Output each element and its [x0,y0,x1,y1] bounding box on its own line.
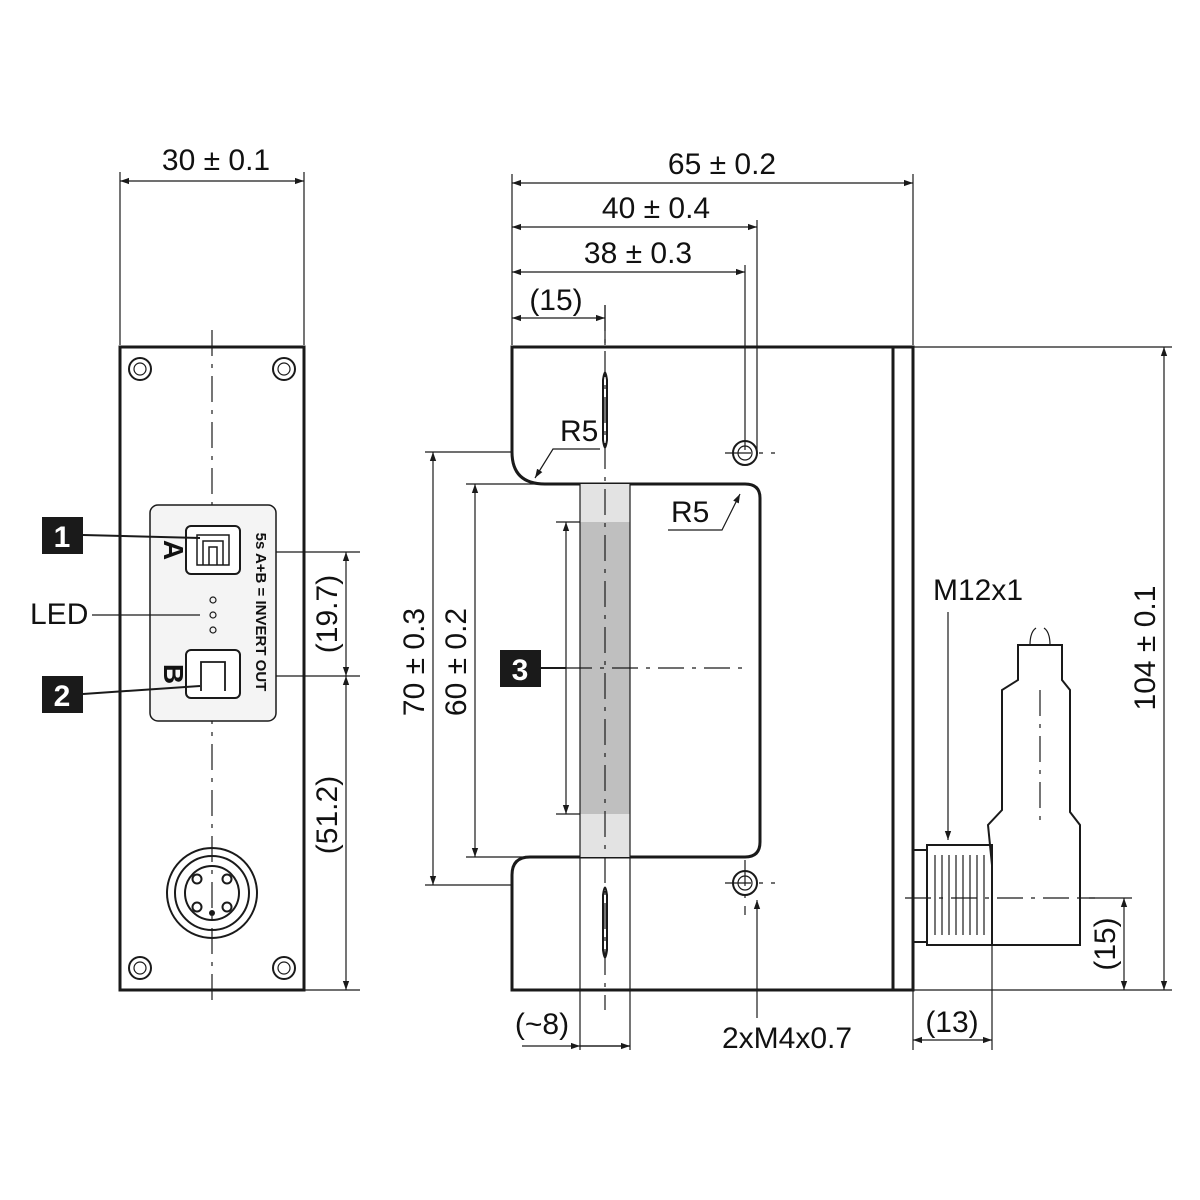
callout-3-label: 3 [512,654,529,687]
panel-invert-text: 5s A+B = INVERT OUT [252,533,269,692]
callout-3-badge [500,650,541,687]
callout-2-label: 2 [54,680,71,713]
dim-38-label: 38 ± 0.3 [584,237,692,270]
mount-hole-bottom [725,860,775,915]
dim-60-label: 60 ± 0.2 [440,608,473,716]
connector-pin [209,910,215,916]
dim-19-7-label: (19.7) [311,575,344,653]
dim-51-2-label: (51.2) [311,776,344,854]
screw-bottom-right [272,956,296,980]
button-a[interactable] [185,525,241,575]
connector-pin [191,901,203,913]
led-label: LED [30,598,88,631]
dim-65-label: 65 ± 0.2 [668,148,776,181]
callout-1-label: 1 [54,521,71,554]
connector-pin [191,873,203,885]
connector-pin [221,901,233,913]
rear-plate [891,345,915,992]
dim-15-connector-label: (15) [1089,917,1122,970]
button-a-letter: A [158,540,189,560]
callout-1-leader [82,534,201,539]
dim-104-label: 104 ± 0.1 [1129,586,1162,711]
dim-70-label: 70 ± 0.3 [398,608,431,716]
dim-8-label: (~8) [515,1008,569,1041]
connector-pin [221,873,233,885]
side-view: 65 ± 0.2 40 ± 0.4 38 ± 0.3 (15) R5 [398,148,1172,1055]
screw-bottom-left [128,956,152,980]
led-indicator [209,596,217,604]
dim-15-top-label: (15) [529,284,582,317]
m12-connector-face [166,847,258,939]
button-b-letter: B [158,664,189,684]
radius-inner-leader [668,493,741,531]
callout-2-leader [82,685,201,695]
fork-body-outline [510,345,895,992]
mount-hole-top [725,440,775,466]
callout-2-badge [42,676,83,713]
label-panel [149,504,277,722]
button-b[interactable] [185,649,241,699]
dim-13-label: (13) [925,1006,978,1039]
slot-mark-top [602,371,608,449]
dim-width-30-label: 30 ± 0.1 [162,144,270,177]
dim-40-label: 40 ± 0.4 [602,192,710,225]
m12-angled-connector [912,627,1081,946]
slot-mark-bottom [602,886,608,959]
m12-thread-label: M12x1 [933,574,1023,607]
led-indicator [209,611,217,619]
screw-top-right [272,357,296,381]
front-view: 30 ± 0.1 A B [30,144,360,1005]
screw-top-left [128,357,152,381]
radius-inner-label: R5 [671,496,709,529]
radius-top-label: R5 [560,415,598,448]
led-indicator [209,626,217,634]
m4-thread-label: 2xM4x0.7 [722,1022,852,1055]
callout-1-badge [42,517,83,554]
radius-top-leader [534,448,600,479]
